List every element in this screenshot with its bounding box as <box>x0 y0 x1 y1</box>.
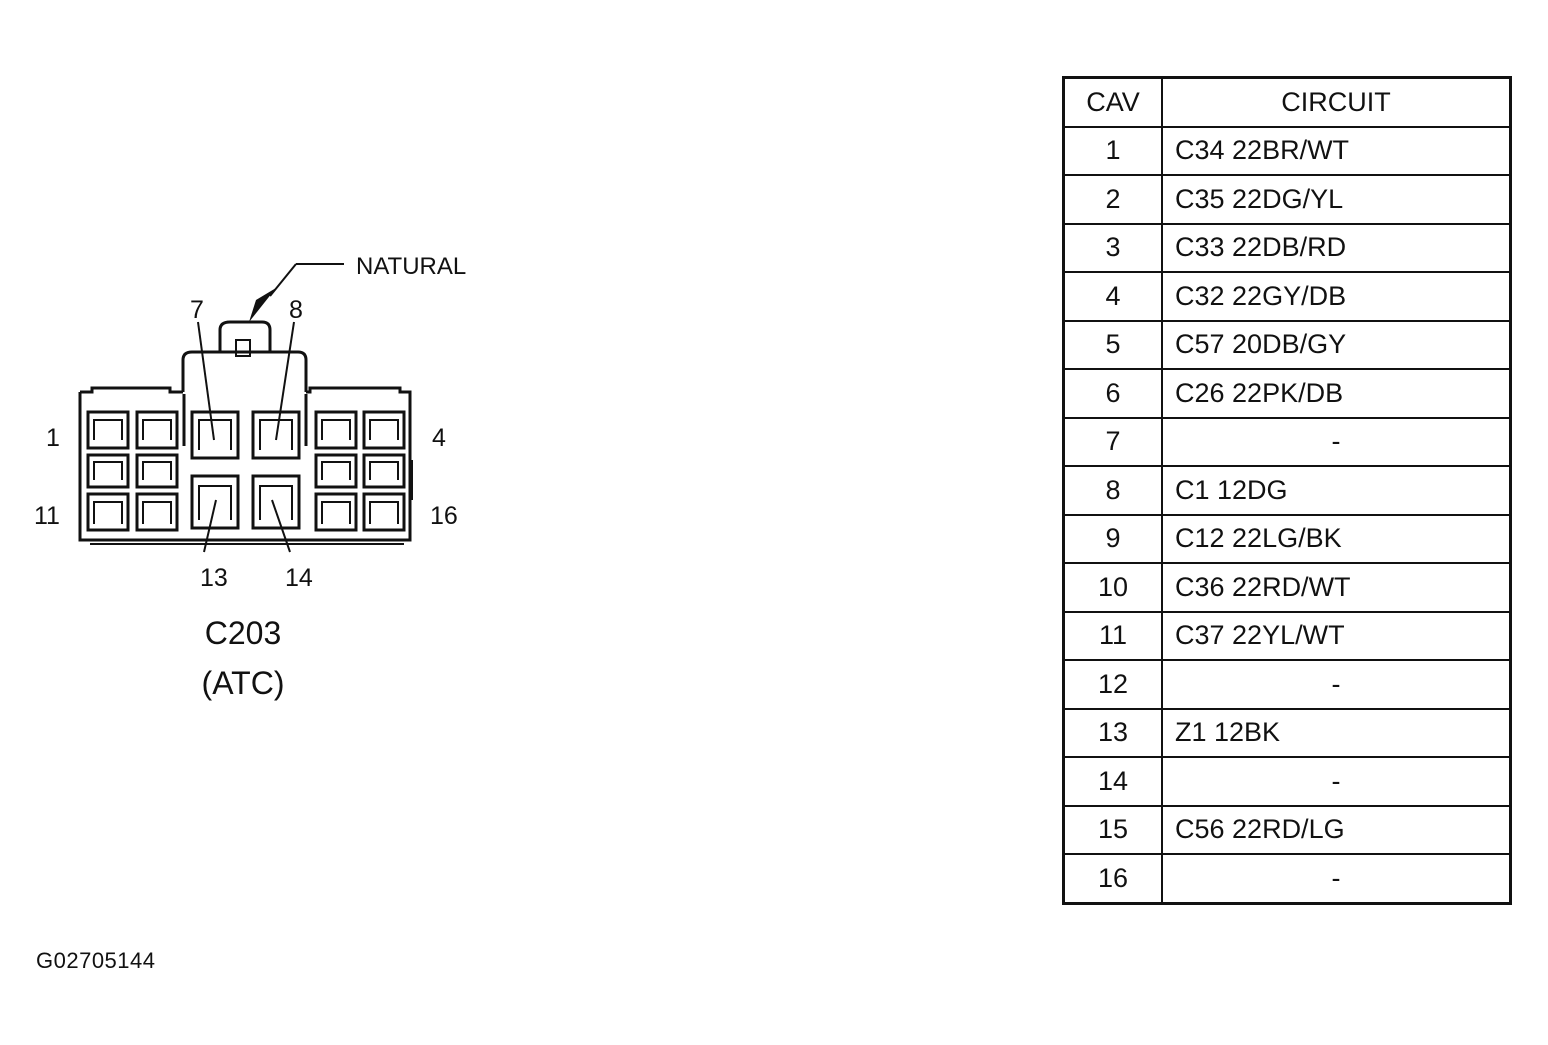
connector-color-label: NATURAL <box>356 253 466 280</box>
cavity-9 <box>314 453 358 489</box>
cav-cell: 8 <box>1062 465 1163 516</box>
arrow-icon <box>249 288 276 322</box>
cav-cell: 16 <box>1062 853 1163 904</box>
circuit-cell: - <box>1161 659 1512 710</box>
connector-subtitle: (ATC) <box>202 665 285 701</box>
pin-label-11: 11 <box>34 502 60 530</box>
circuit-cell: Z1 12BK <box>1161 707 1512 758</box>
connector-body <box>78 320 413 545</box>
cavity-10 <box>362 453 406 489</box>
circuit-cell: C37 22YL/WT <box>1161 610 1512 661</box>
circuit-cell: C34 22BR/WT <box>1161 125 1512 176</box>
cavity-12 <box>135 492 179 532</box>
cavity-row-3 <box>86 474 406 532</box>
cav-cell: 1 <box>1062 125 1163 176</box>
cavity-7 <box>190 410 240 460</box>
cavity-11 <box>86 492 130 532</box>
table-row: 16- <box>1062 853 1512 904</box>
cav-cell: 14 <box>1062 756 1163 807</box>
cavity-16 <box>362 492 406 532</box>
cav-cell: 6 <box>1062 368 1163 419</box>
cavity-8 <box>251 410 301 460</box>
circuit-cell: - <box>1161 416 1512 467</box>
circuit-cell: C12 22LG/BK <box>1161 513 1512 564</box>
pin-label-14: 14 <box>285 564 313 592</box>
pin-leaders <box>197 321 295 553</box>
callout-leader <box>249 263 344 322</box>
cavity-2 <box>135 410 179 450</box>
cav-cell: 11 <box>1062 610 1163 661</box>
circuit-cell: - <box>1161 756 1512 807</box>
cav-cell: 15 <box>1062 804 1163 855</box>
circuit-cell: C35 22DG/YL <box>1161 174 1512 225</box>
cavity-5 <box>86 453 130 489</box>
cavity-3 <box>314 410 358 450</box>
cav-cell: 9 <box>1062 513 1163 564</box>
circuit-cell: - <box>1161 853 1512 904</box>
cavity-15 <box>314 492 358 532</box>
header-cav: CAV <box>1062 76 1163 128</box>
pin-label-7: 7 <box>190 296 204 324</box>
table-row: 12- <box>1062 659 1512 710</box>
cav-cell: 3 <box>1062 222 1163 273</box>
cavity-1 <box>86 410 130 450</box>
circuit-cell: C1 12DG <box>1161 465 1512 516</box>
table-header-row: CAV CIRCUIT <box>1062 76 1512 128</box>
cav-cell: 5 <box>1062 319 1163 370</box>
cavity-13 <box>190 474 240 530</box>
header-circuit: CIRCUIT <box>1161 76 1512 128</box>
cavity-14 <box>251 474 301 530</box>
cavity-4 <box>362 410 406 450</box>
table-row: 7- <box>1062 416 1512 467</box>
circuit-cell: C33 22DB/RD <box>1161 222 1512 273</box>
table-row: 14- <box>1062 756 1512 807</box>
cav-cell: 12 <box>1062 659 1163 710</box>
terminal-marks <box>93 419 399 524</box>
circuit-cell: C56 22RD/LG <box>1161 804 1512 855</box>
cavity-row-1 <box>86 410 406 460</box>
cav-cell: 13 <box>1062 707 1163 758</box>
cav-cell: 10 <box>1062 562 1163 613</box>
cavity-6 <box>135 453 179 489</box>
circuit-cell: C26 22PK/DB <box>1161 368 1512 419</box>
pin-label-16: 16 <box>430 502 458 530</box>
cav-cell: 2 <box>1062 174 1163 225</box>
pin-label-1: 1 <box>46 424 60 452</box>
cav-cell: 4 <box>1062 271 1163 322</box>
pin-label-13: 13 <box>200 564 228 592</box>
pin-label-4: 4 <box>432 424 446 452</box>
connector-name: C203 <box>205 615 282 651</box>
cavity-row-2 <box>86 453 406 489</box>
cav-cell: 7 <box>1062 416 1163 467</box>
pin-label-8: 8 <box>289 296 303 324</box>
circuit-cell: C36 22RD/WT <box>1161 562 1512 613</box>
figure-id: G02705144 <box>36 948 156 973</box>
circuit-cell: C32 22GY/DB <box>1161 271 1512 322</box>
circuit-cell: C57 20DB/GY <box>1161 319 1512 370</box>
